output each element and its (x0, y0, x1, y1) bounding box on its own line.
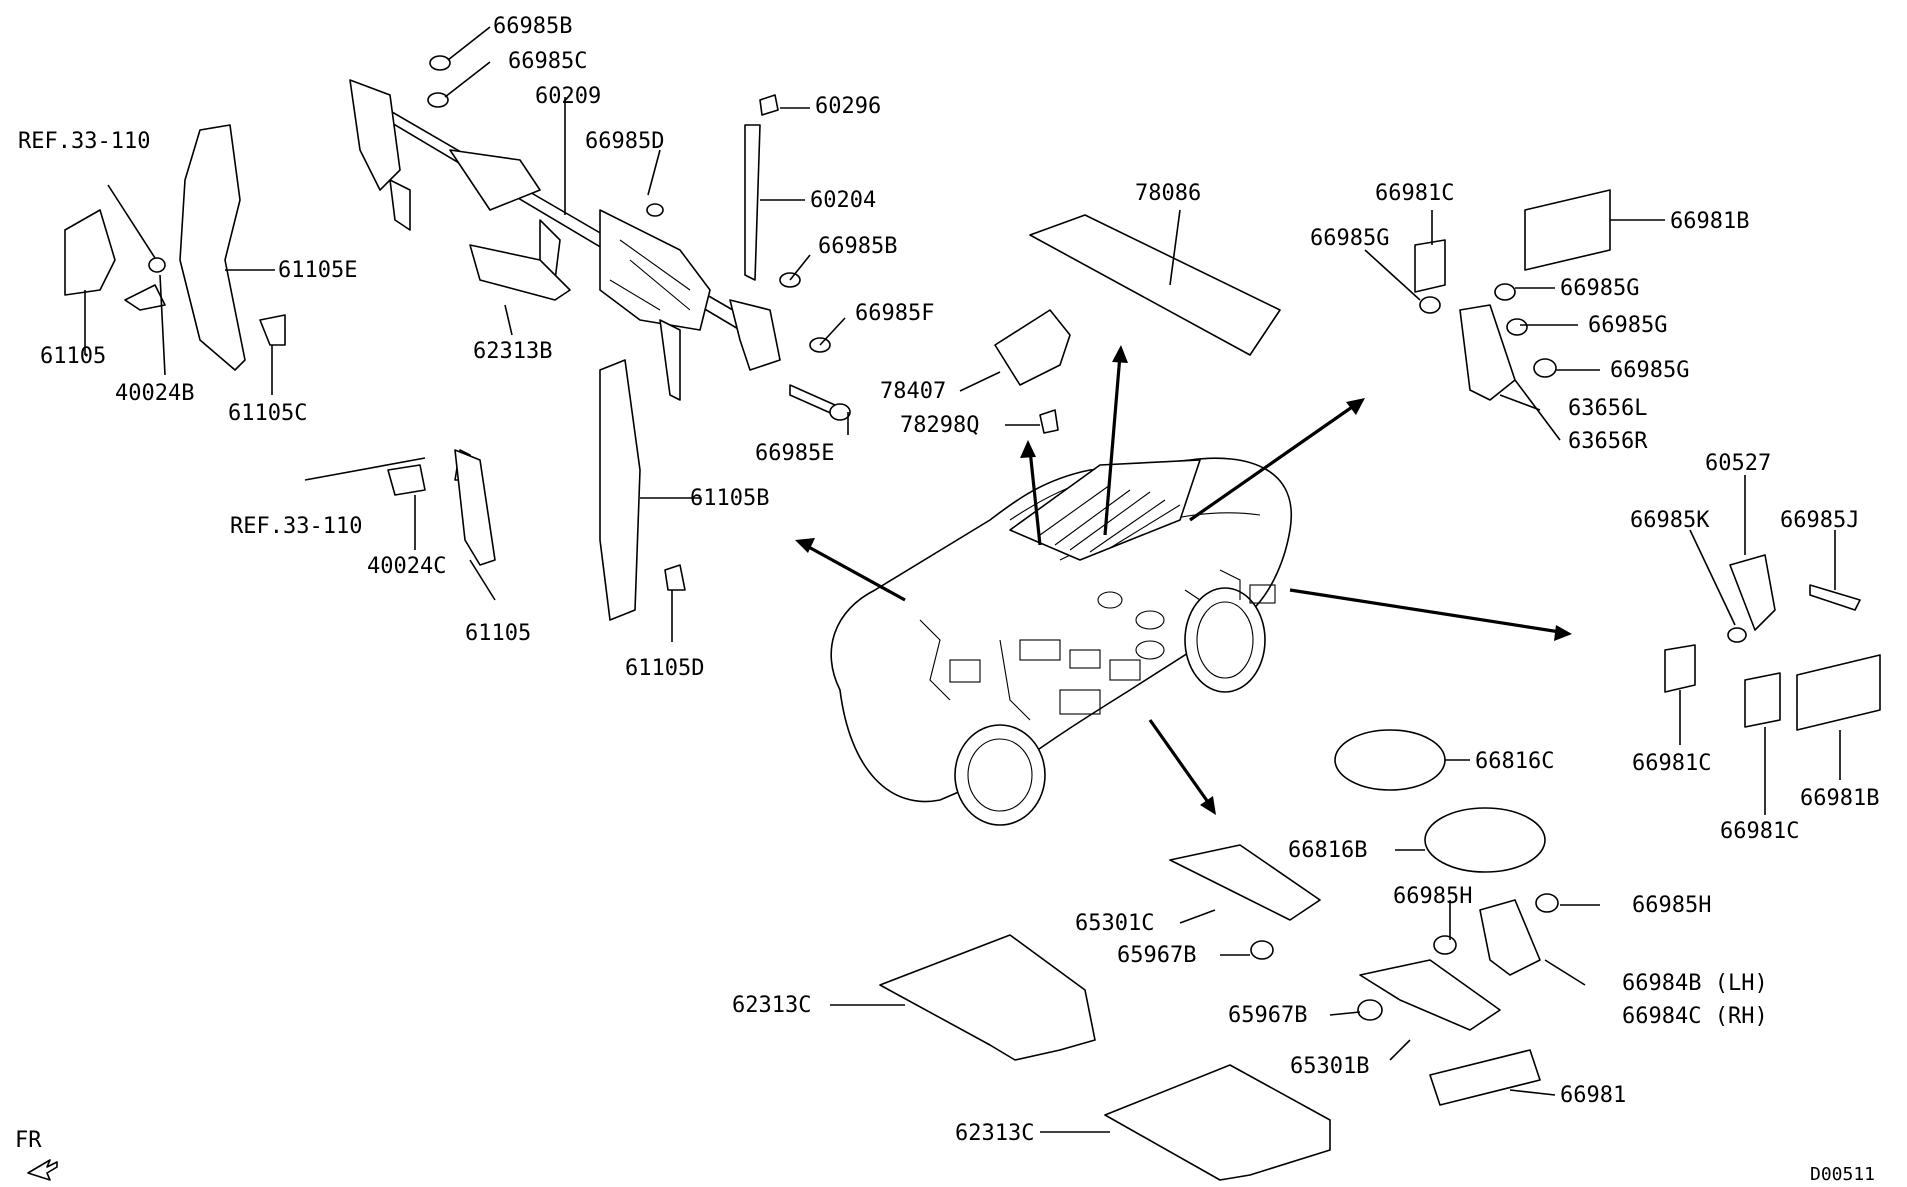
right-upper-parts (1414, 189, 1611, 401)
floor-mats (879, 934, 1331, 1181)
label-78298Q: 78298Q (900, 413, 979, 438)
label-66981B-top: 66981B (1670, 209, 1749, 234)
label-66985H-b: 66985H (1632, 893, 1711, 918)
label-66981C-bot: 66981C (1720, 819, 1799, 844)
label-66984C: 66984C (RH) (1622, 1004, 1768, 1029)
label-60204: 60204 (810, 188, 876, 213)
label-66985B-top: 66985B (493, 14, 572, 39)
label-61105B: 61105B (690, 486, 769, 511)
label-66985G-a: 66985G (1310, 226, 1389, 251)
label-66816B: 66816B (1288, 838, 1367, 863)
left-panels (64, 124, 686, 621)
label-66985J: 66985J (1780, 508, 1859, 533)
label-63656L: 63656L (1568, 396, 1647, 421)
label-66985K: 66985K (1630, 508, 1710, 533)
label-66984B: 66984B (LH) (1622, 971, 1768, 996)
label-61105-a: 61105 (40, 344, 106, 369)
label-63656R: 63656R (1568, 429, 1648, 454)
label-66985C: 66985C (508, 49, 587, 74)
bracket-78407 (994, 309, 1071, 386)
label-61105C: 61105C (228, 401, 307, 426)
label-66985D: 66985D (585, 129, 664, 154)
label-65301C: 65301C (1075, 911, 1154, 936)
label-65301B: 65301B (1290, 1054, 1369, 1079)
label-40024B: 40024B (115, 381, 194, 406)
direction-arrows (795, 345, 1572, 815)
label-65967B-b: 65967B (1228, 1003, 1307, 1028)
right-middle-parts (1664, 554, 1881, 731)
label-66985G-c: 66985G (1588, 313, 1667, 338)
dash-fasteners (427, 55, 851, 421)
label-61105-b: 61105 (465, 621, 531, 646)
label-66981C-mid: 66981C (1632, 751, 1711, 776)
dash-crossmember (349, 79, 781, 401)
label-66985E: 66985E (755, 441, 834, 466)
insulator-62313B (469, 244, 571, 301)
label-60527: 60527 (1705, 451, 1771, 476)
label-66981C-top: 66981C (1375, 181, 1454, 206)
label-60296: 60296 (815, 94, 881, 119)
label-78086: 78086 (1135, 181, 1201, 206)
part-labels: 66985B 66985C 60209 60296 66985D 60204 6… (15, 14, 1879, 1185)
leader-lines (84, 26, 1841, 1133)
label-66985H-a: 66985H (1393, 884, 1472, 909)
label-60209: 60209 (535, 84, 601, 109)
label-REF-33-110-b: REF.33-110 (230, 514, 362, 539)
label-78407: 78407 (880, 379, 946, 404)
vehicle-outline (830, 457, 1293, 826)
label-66985G-d: 66985G (1610, 358, 1689, 383)
label-66985G-b: 66985G (1560, 276, 1639, 301)
label-62313C-b: 62313C (955, 1121, 1034, 1146)
label-66816C: 66816C (1475, 749, 1554, 774)
floor-parts (1169, 729, 1559, 1106)
label-REF-33-110-a: REF.33-110 (18, 129, 150, 154)
label-62313B: 62313B (473, 339, 552, 364)
label-61105D: 61105D (625, 656, 704, 681)
label-66981: 66981 (1560, 1083, 1626, 1108)
label-66981B-bot: 66981B (1800, 786, 1879, 811)
panel-78086 (1029, 214, 1281, 356)
label-40024C: 40024C (367, 554, 446, 579)
label-65967B-a: 65967B (1117, 943, 1196, 968)
label-diagram-code: D00511 (1810, 1164, 1875, 1185)
label-66985F: 66985F (855, 301, 934, 326)
label-66985B-mid: 66985B (818, 234, 897, 259)
label-62313C-a: 62313C (732, 993, 811, 1018)
fr-arrow-icon (27, 1159, 58, 1181)
label-fr: FR (15, 1128, 42, 1153)
label-61105E: 61105E (278, 258, 357, 283)
